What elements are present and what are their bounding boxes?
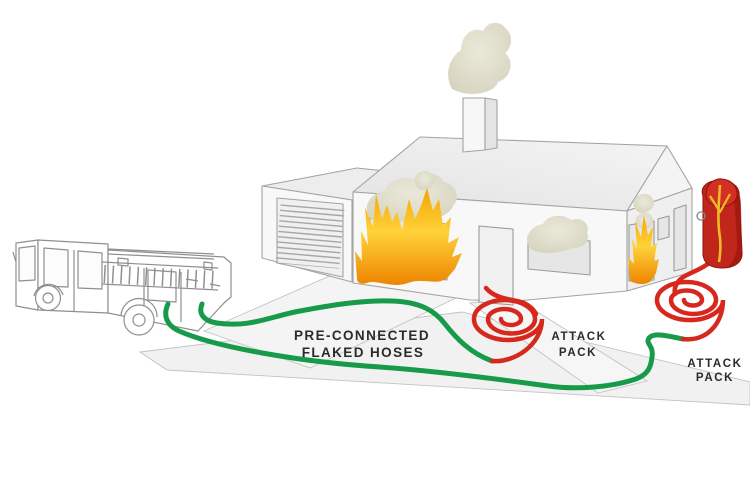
- label-attack-pack-right-line1: Attack: [687, 358, 742, 370]
- smoke-puff-small: [414, 170, 435, 190]
- label-preconnected-line1: Pre-connected: [294, 328, 430, 343]
- smoke-gable-puff-1: [633, 193, 654, 214]
- front-wheel-arch: [33, 283, 64, 297]
- label-attack-pack-left-line2: Pack: [559, 347, 597, 359]
- cab-windshield: [18, 245, 36, 282]
- attack-coil-right-bag-tail: [672, 260, 712, 297]
- bag-strap-chevron: [709, 193, 731, 214]
- supply-hose-lower: [163, 301, 686, 391]
- ladder-beam-2: [107, 253, 215, 260]
- supply-hose-upper: [198, 298, 495, 364]
- rear-wheel-hub: [132, 313, 146, 327]
- bag-top-flap: [705, 178, 738, 207]
- window-flames: [355, 188, 659, 285]
- labels: Pre-connected flaked hoses Attack Pack A…: [294, 328, 742, 384]
- ladder-beam-1: [107, 248, 215, 255]
- ladder-rail-top: [101, 261, 219, 269]
- chimney-side: [484, 97, 498, 151]
- cab-window-2: [77, 250, 103, 290]
- side-window-tall: [673, 204, 687, 272]
- cab-mirror: [12, 251, 17, 263]
- label-preconnected-line2: flaked hoses: [302, 345, 425, 360]
- pre-connected-hoses: [163, 298, 686, 391]
- fire-engine: [12, 239, 232, 336]
- body-hatch-2: [203, 261, 213, 271]
- body-hatch-1: [117, 257, 129, 267]
- bag-clip: [696, 211, 706, 221]
- side-window-small: [657, 215, 670, 241]
- bag-side-shading: [728, 184, 742, 267]
- engine-wheels: [33, 283, 158, 336]
- attack-coil-left-nozzle-tail: [483, 285, 539, 317]
- bag-strap-vertical: [717, 184, 722, 263]
- smoke-chimney: [448, 22, 512, 94]
- chimney-front: [462, 97, 486, 153]
- ladder-rail-bottom: [101, 283, 219, 291]
- engine-cab: [12, 239, 109, 314]
- ground-ladder-rack: [101, 248, 219, 291]
- flame-gable-window: [628, 215, 659, 285]
- cab-window-1: [43, 247, 69, 288]
- attack-pack-bag: [696, 178, 743, 269]
- label-attack-pack-right-line2: Pack: [696, 372, 734, 384]
- rear-wheel-arch: [120, 297, 158, 318]
- flame-front-window: [355, 188, 462, 285]
- attack-pack-coils: [471, 260, 726, 364]
- front-wheel-hub: [42, 292, 54, 304]
- label-attack-pack-left-line1: Attack: [551, 331, 606, 343]
- smoke-window-2: [527, 215, 588, 254]
- attack-coil-right: [654, 279, 726, 342]
- front-door: [478, 225, 514, 306]
